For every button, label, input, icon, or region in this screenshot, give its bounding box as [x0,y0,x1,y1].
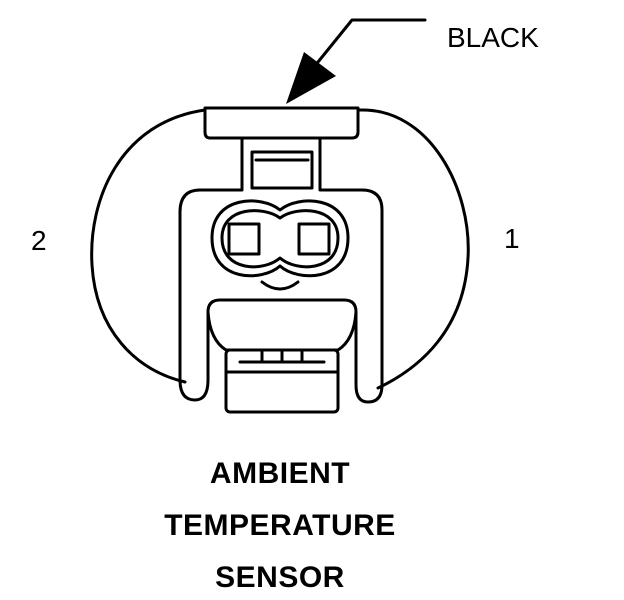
pin-label-left: 2 [31,225,47,256]
terminal-cavity-outline [212,201,348,276]
callout-arrow-head [286,52,336,104]
connector-housing [180,138,382,402]
wire-color-label: BLACK [447,22,539,53]
callout-leader-line [318,20,425,62]
title-line-2: TEMPERATURE [164,509,396,542]
terminal-cavity-inner-outline [222,211,338,267]
title-line-1: AMBIENT [209,457,351,490]
connector-body-left-lobe [92,110,205,382]
connector-body-right-lobe [360,110,468,388]
title-line-3: SENSOR [215,561,345,594]
connector-latch [252,152,312,188]
terminal-pin-1 [299,224,329,254]
cavity-key-notch [262,282,298,289]
connector-lock-tab [205,108,358,138]
pin-label-right: 1 [504,223,520,254]
terminal-pin-2 [229,224,259,254]
lower-slot [208,312,356,350]
